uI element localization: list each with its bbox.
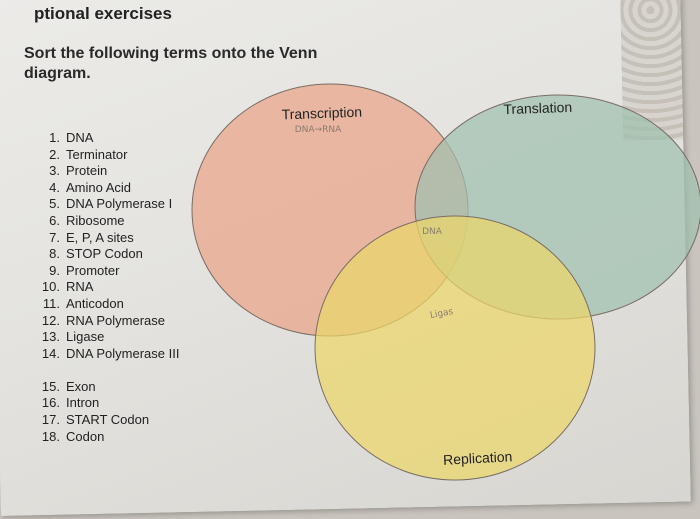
term-item: 15.Exon	[41, 378, 96, 394]
handwritten-note-replication: Ligas	[429, 307, 454, 321]
translation-label: Translation	[503, 99, 572, 117]
handwritten-note-center: DNA	[422, 227, 443, 237]
term-item: 3.Protein	[49, 163, 108, 179]
term-item: 10.RNA	[41, 279, 94, 295]
term-item: 12.RNA Polymerase	[41, 312, 165, 328]
page-heading: ptional exercises	[34, 4, 172, 23]
term-item: 1.DNA	[49, 130, 94, 145]
replication-label: Replication	[443, 448, 513, 468]
term-item: 2.Terminator	[49, 146, 128, 162]
handwritten-note-transcription: DNA→RNA	[295, 125, 342, 135]
term-item: 16.Intron	[41, 395, 100, 411]
replication-circle	[314, 215, 596, 481]
term-item: 5.DNA Polymerase I	[49, 196, 173, 212]
term-item: 13.Ligase	[41, 329, 105, 345]
term-item: 9.Promoter	[49, 262, 120, 278]
term-item: 14.DNA Polymerase III	[41, 345, 180, 361]
term-item: 6.Ribosome	[49, 212, 125, 228]
term-item: 4.Amino Acid	[49, 179, 132, 195]
term-item: 7.E, P, A sites	[49, 229, 134, 245]
term-item: 8.STOP Codon	[49, 246, 143, 262]
instructions: Sort the following terms onto the Venn d…	[24, 45, 318, 82]
term-item: 17.START Codon	[41, 411, 150, 427]
term-list: 1.DNA 2.Terminator 3.Protein 4.Amino Aci…	[34, 130, 224, 445]
term-item: 18.Codon	[41, 428, 105, 444]
term-item: 11.Anticodon	[42, 295, 124, 311]
transcription-label: Transcription	[281, 104, 362, 123]
